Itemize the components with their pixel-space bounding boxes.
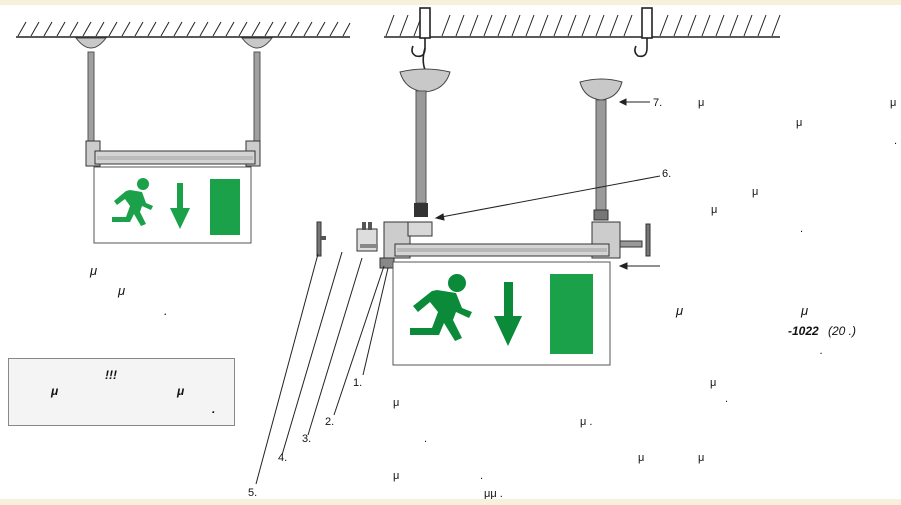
annot-7-mu2: μ bbox=[890, 97, 897, 109]
left-exit-sign bbox=[93, 166, 252, 244]
top-border bbox=[0, 0, 901, 5]
left-ceiling bbox=[16, 21, 351, 38]
annot-6-mu1: μ bbox=[752, 186, 759, 198]
left-note-line1: μ bbox=[90, 263, 98, 278]
annot-6-mu2: μ bbox=[711, 204, 718, 216]
warning-box: !!! μ μ . bbox=[8, 358, 235, 426]
annot-1-mu: μ bbox=[710, 377, 717, 389]
right-suspension bbox=[316, 90, 651, 269]
left-note-line2: μ bbox=[118, 283, 126, 298]
callout-1: 1. bbox=[353, 377, 363, 389]
down-arrow-icon bbox=[170, 183, 190, 229]
annot-standard: -1022 bbox=[788, 324, 819, 338]
annot-5-dot: . bbox=[480, 470, 484, 482]
callout-3: 3. bbox=[302, 433, 312, 445]
running-man-icon bbox=[112, 178, 153, 226]
right-exit-sign bbox=[392, 261, 611, 366]
annot-2-mu: μ bbox=[393, 397, 400, 409]
annot-2-mu-dot: μ . bbox=[580, 416, 593, 428]
annot-7-mu1: μ bbox=[698, 97, 705, 109]
annot-4-mu1: μ bbox=[638, 452, 645, 464]
exit-door-icon bbox=[210, 179, 240, 235]
ceiling-canopy-icon bbox=[399, 68, 623, 101]
annot-right-mu2: μ bbox=[801, 303, 809, 318]
callout-2: 2. bbox=[325, 416, 335, 428]
callout-6: 6. bbox=[662, 168, 672, 180]
warning-mu-left: μ bbox=[51, 384, 59, 398]
callout-5: 5. bbox=[248, 487, 258, 499]
warning-title: !!! bbox=[105, 368, 117, 382]
annot-5-mu: μ bbox=[393, 470, 400, 482]
callout-7: 7. bbox=[653, 97, 663, 109]
warning-dot: . bbox=[212, 402, 216, 416]
annot-3-dot: . bbox=[424, 433, 428, 445]
annot-right-mu1: μ bbox=[676, 303, 684, 318]
annot-1-dot: . bbox=[725, 393, 729, 405]
leader-lines bbox=[255, 98, 661, 485]
annot-standard-year: (20 .) bbox=[828, 324, 857, 338]
left-note-line3: . bbox=[164, 303, 168, 318]
warning-mu-right: μ bbox=[177, 384, 185, 398]
left-suspension bbox=[74, 37, 274, 167]
annot-7-mu3: μ bbox=[796, 117, 803, 129]
annot-4-mu2: μ bbox=[698, 452, 705, 464]
annot-7-dot: . bbox=[894, 135, 898, 147]
right-ceiling bbox=[384, 14, 781, 38]
annot-last: μμ . bbox=[484, 488, 503, 500]
annot-standard-dot: . bbox=[820, 345, 824, 357]
callout-4: 4. bbox=[278, 452, 288, 464]
hook-icon bbox=[411, 7, 653, 73]
bottom-border bbox=[0, 499, 901, 505]
annot-6-dot: . bbox=[800, 223, 804, 235]
